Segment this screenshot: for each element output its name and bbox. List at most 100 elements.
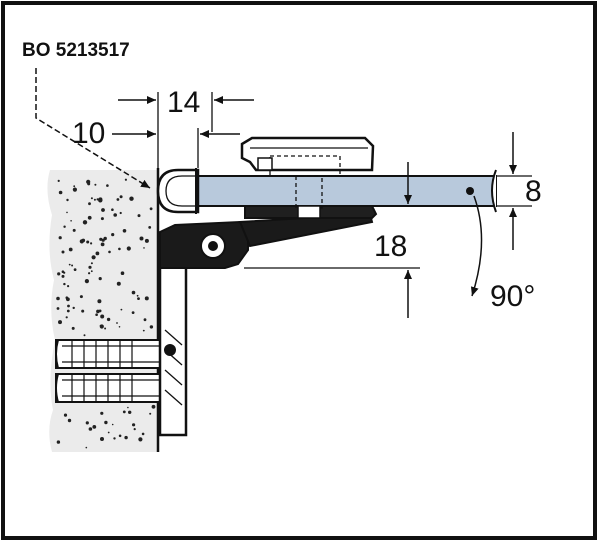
speckle	[111, 423, 114, 426]
dimension-8-label: 8	[525, 175, 542, 208]
product-code-leader	[35, 68, 151, 189]
speckle	[100, 411, 104, 415]
speckle	[119, 195, 123, 199]
speckle	[141, 432, 145, 436]
speckle	[149, 207, 153, 211]
angle-90-label: 90°	[490, 280, 535, 313]
speckle	[67, 285, 70, 288]
speckle	[100, 217, 104, 221]
speckle	[83, 334, 86, 337]
speckle	[57, 272, 61, 276]
speckle	[142, 329, 145, 332]
speckle	[68, 247, 73, 252]
glass-edge-dot-icon	[466, 187, 474, 195]
speckle	[120, 271, 125, 276]
wall-anchor-lower	[55, 373, 167, 403]
wall-anchor-upper	[55, 339, 167, 369]
speckle	[118, 247, 121, 251]
speckle	[149, 325, 154, 329]
speckle	[72, 306, 75, 310]
hinge-body	[159, 212, 374, 269]
speckle	[100, 242, 105, 247]
speckle	[84, 279, 89, 284]
speckle	[119, 211, 122, 215]
speckle	[67, 304, 70, 308]
speckle	[127, 406, 129, 409]
speckle	[71, 264, 74, 267]
speckle	[56, 307, 60, 310]
speckle	[122, 229, 127, 233]
speckle	[137, 297, 140, 300]
speckle	[116, 322, 118, 324]
speckle	[88, 272, 91, 275]
speckle	[98, 197, 103, 202]
speckle	[124, 178, 127, 181]
speckle	[85, 446, 88, 449]
dimension-14	[118, 92, 254, 168]
speckle	[88, 265, 92, 269]
speckle	[81, 309, 85, 313]
speckle	[113, 437, 116, 440]
speckle	[90, 262, 93, 265]
speckle	[73, 268, 77, 271]
speckle	[61, 250, 65, 254]
speckle	[104, 327, 107, 330]
speckle	[70, 220, 72, 222]
speckle	[65, 296, 69, 300]
speckle	[63, 225, 66, 228]
speckle	[93, 198, 96, 201]
speckle	[90, 270, 93, 273]
speckle	[101, 208, 105, 212]
speckle	[85, 421, 89, 425]
speckle	[116, 281, 121, 286]
speckle	[108, 250, 111, 254]
speckle	[104, 420, 108, 425]
rotation-arc	[470, 195, 483, 297]
speckle	[136, 294, 139, 297]
speckle	[79, 239, 84, 244]
speckle	[118, 434, 122, 438]
upper-clamp-plate	[240, 136, 375, 172]
speckle	[124, 435, 128, 440]
speckle	[122, 410, 126, 414]
speckle	[67, 418, 72, 423]
wall-bracket	[158, 253, 188, 437]
speckle	[61, 274, 65, 278]
wall-texture	[56, 178, 156, 449]
speckle	[128, 410, 132, 414]
speckle	[65, 316, 68, 319]
speckle	[151, 404, 156, 409]
speckle	[72, 187, 77, 192]
speckle	[107, 431, 110, 434]
clamp-screw	[257, 155, 341, 219]
dimension-14-label: 14	[167, 86, 200, 119]
speckle	[88, 202, 91, 206]
speckle	[131, 290, 136, 295]
speckle	[103, 236, 107, 241]
speckle	[88, 427, 93, 431]
dimension-18	[244, 162, 420, 318]
speckle	[71, 326, 75, 330]
speckle	[90, 242, 93, 245]
dimension-8	[496, 132, 532, 250]
speckle	[68, 263, 71, 266]
speckle	[138, 437, 143, 442]
speckle	[137, 214, 141, 218]
speckle	[143, 247, 145, 249]
speckle	[113, 213, 117, 217]
speckle	[149, 412, 152, 415]
speckle	[111, 233, 115, 237]
speckle	[66, 198, 69, 202]
speckle	[132, 423, 136, 427]
speckle	[95, 251, 100, 256]
speckle	[111, 208, 114, 211]
speckle	[133, 428, 136, 431]
speckle	[106, 184, 109, 187]
speckle	[120, 308, 123, 311]
speckle	[106, 317, 111, 322]
dimension-18-label: 18	[374, 230, 407, 263]
speckle	[99, 324, 102, 327]
